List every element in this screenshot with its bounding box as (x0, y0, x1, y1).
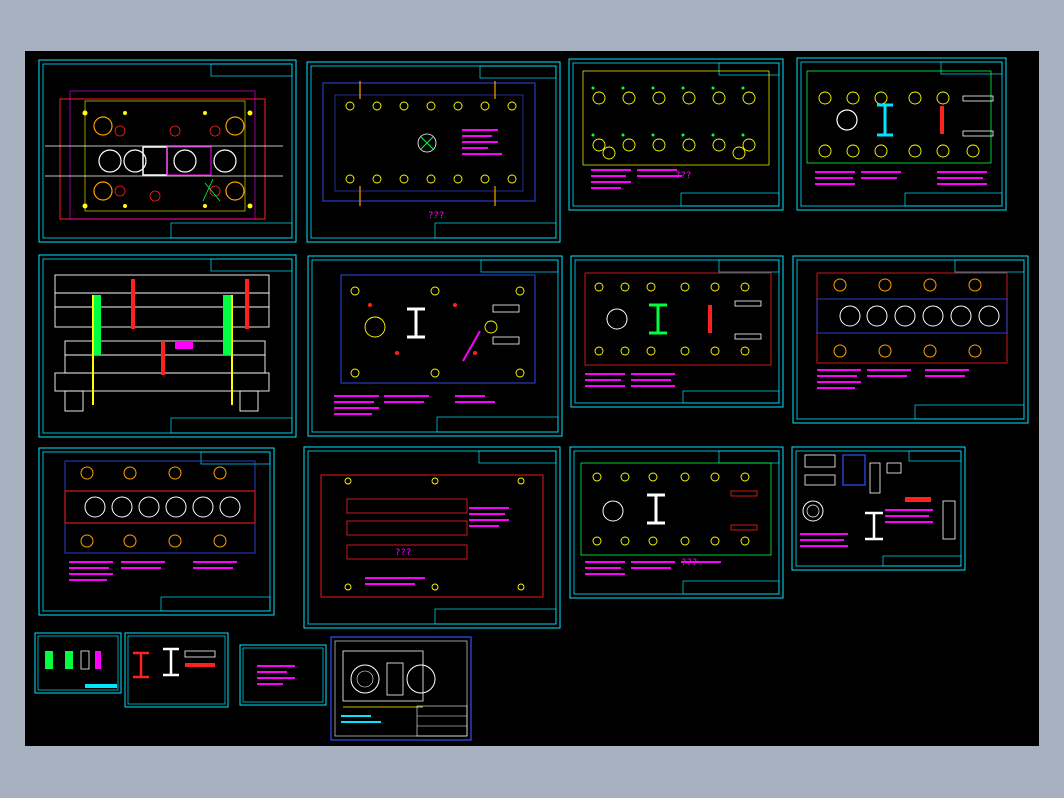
sheet-7[interactable] (570, 255, 784, 408)
sheet-5[interactable] (38, 254, 297, 438)
sheet-2[interactable]: ??? (306, 61, 561, 243)
sheet-16[interactable] (330, 636, 472, 741)
sheet-10[interactable]: ??? (303, 446, 561, 629)
sheet-14[interactable] (124, 632, 229, 708)
sheet-3[interactable]: ??? (568, 58, 784, 211)
sheet-4[interactable] (796, 57, 1007, 211)
sheet-1[interactable] (38, 59, 297, 243)
sheet-6[interactable] (307, 255, 563, 437)
cad-model-space[interactable]: ??? ??? (25, 51, 1039, 746)
sheet-12[interactable] (791, 446, 966, 571)
sheet-2-placeholder: ??? (428, 211, 444, 221)
cad-drawing-canvas: ??? ??? (34, 57, 1029, 741)
sheet-9[interactable] (38, 447, 275, 616)
sheet-13[interactable] (34, 632, 122, 694)
sheet-10-placeholder: ??? (395, 548, 411, 558)
sheet-11-placeholder: ??? (681, 558, 697, 568)
sheet-8[interactable] (792, 255, 1029, 424)
sheet-3-placeholder: ??? (675, 171, 691, 181)
sheet-11[interactable]: ??? (569, 446, 784, 599)
sheet-15[interactable] (239, 644, 327, 706)
